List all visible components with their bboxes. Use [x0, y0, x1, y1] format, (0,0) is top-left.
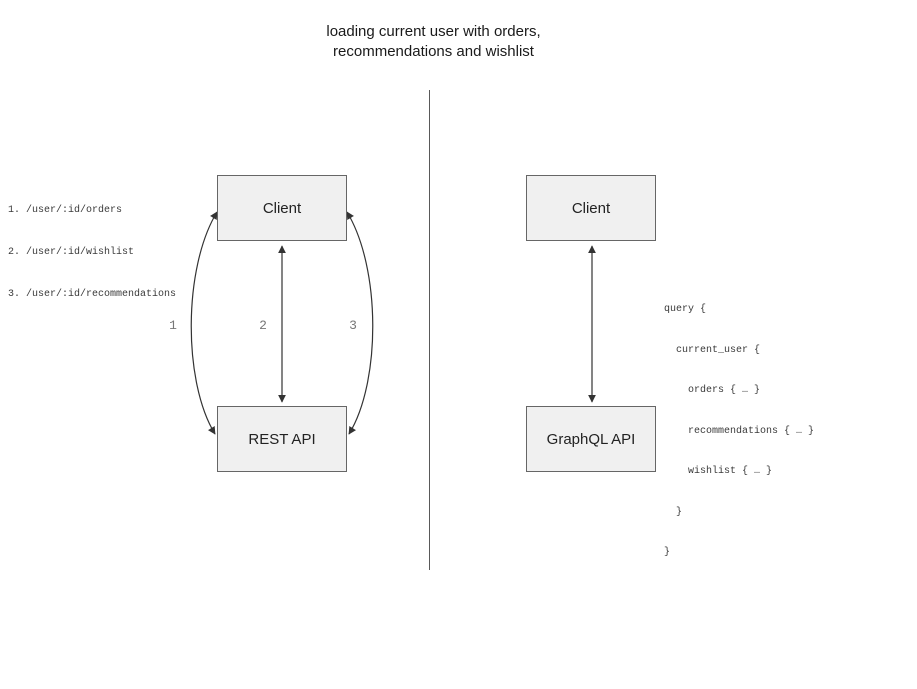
arrow-label-3: 3	[349, 318, 357, 333]
code-line: orders { … }	[664, 385, 761, 396]
endpoint-item: 3. /user/:id/recommendations	[8, 289, 177, 300]
graphql-api-box-label: GraphQL API	[546, 430, 636, 448]
curved-arrow-left	[190, 211, 218, 435]
graphql-query-code: query { current_user { orders { … } reco…	[664, 276, 814, 587]
rest-endpoints-list: 1. /user/:id/orders 2. /user/:id/wishlis…	[8, 176, 176, 330]
arrow-label-2: 2	[259, 318, 267, 333]
endpoint-item: 1. /user/:id/orders	[8, 205, 123, 216]
diagram-title: loading current user with orders, recomm…	[326, 23, 541, 60]
code-line: }	[664, 506, 683, 518]
graphql-api-box: GraphQL API	[526, 406, 656, 472]
client-box-rest-label: Client	[262, 199, 302, 217]
code-line: wishlist { … }	[664, 466, 773, 477]
arrow-label-1: 1	[169, 318, 177, 333]
code-line: recommendations { … }	[664, 425, 815, 437]
client-box-graphql: Client	[526, 175, 656, 241]
rest-api-box: REST API	[217, 406, 347, 472]
client-box-rest: Client	[217, 175, 347, 241]
endpoint-item: 2. /user/:id/wishlist	[8, 247, 135, 258]
client-box-graphql-label: Client	[571, 199, 611, 217]
code-line: query {	[664, 304, 707, 315]
divider-line	[429, 90, 430, 570]
code-line: current_user {	[664, 344, 761, 356]
rest-api-box-label: REST API	[248, 430, 316, 448]
code-line: }	[664, 547, 671, 558]
